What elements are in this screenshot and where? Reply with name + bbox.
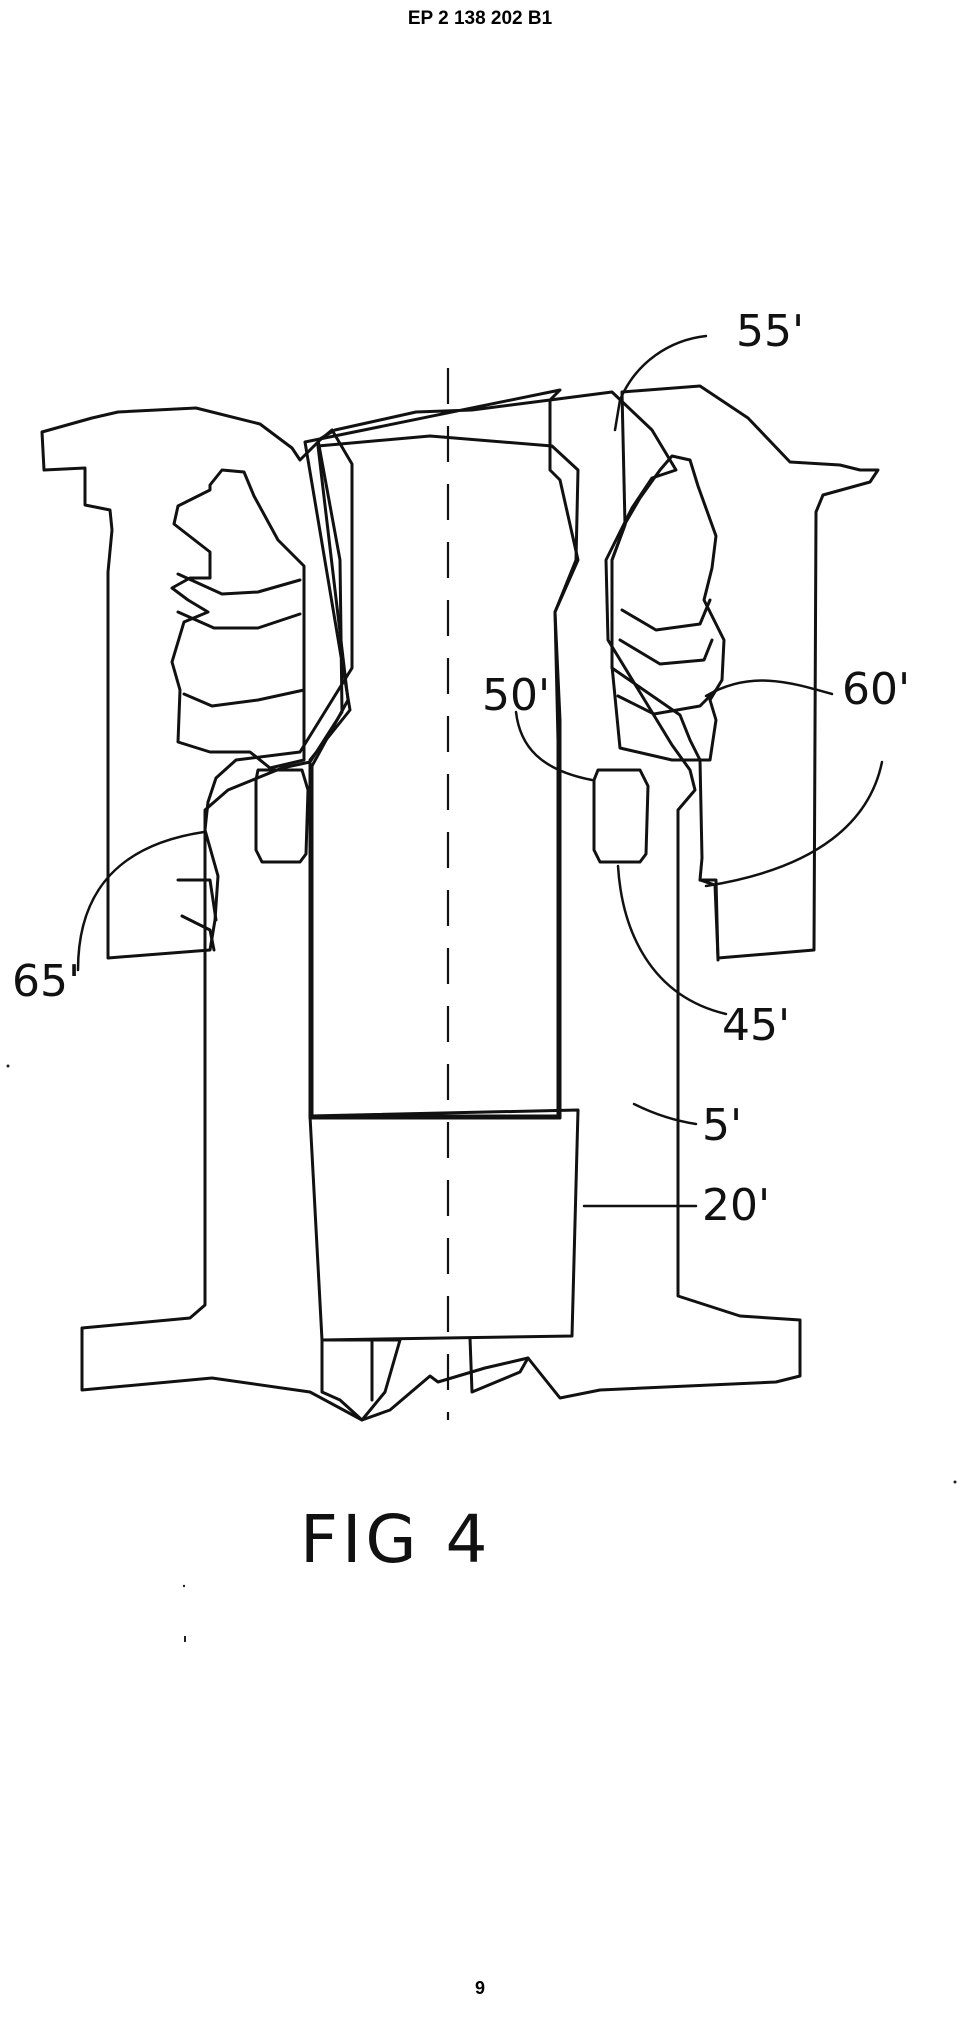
patent-number-header: EP 2 138 202 B1 xyxy=(407,8,553,29)
seal-ring-left xyxy=(254,768,310,864)
page-number: 9 xyxy=(474,1978,485,1998)
seal-ring-right xyxy=(592,768,650,864)
leader-45 xyxy=(616,864,728,1016)
leader-50 xyxy=(514,710,594,782)
right-spike xyxy=(610,454,726,762)
figure-caption: FIG 4 xyxy=(300,1501,492,1578)
label-55: 55' xyxy=(736,306,804,357)
label-60: 60' xyxy=(842,664,910,715)
label-65: 65' xyxy=(12,956,80,1007)
leader-60b xyxy=(704,760,884,888)
stem-tip xyxy=(320,1338,402,1422)
label-20: 20' xyxy=(702,1180,770,1231)
left-spike xyxy=(170,468,306,770)
central-bore xyxy=(310,434,580,1118)
label-45: 45' xyxy=(722,1000,790,1051)
leader-60 xyxy=(704,679,834,698)
label-50: 50' xyxy=(482,670,550,721)
leader-5 xyxy=(632,1102,698,1126)
leader-65 xyxy=(76,830,206,972)
lower-chamber xyxy=(308,1108,580,1342)
leader-55 xyxy=(613,334,708,432)
insert-body-section xyxy=(80,388,802,1422)
label-5: 5' xyxy=(702,1100,742,1151)
outer-cap-left-section xyxy=(40,406,354,960)
outer-cap-right-section xyxy=(610,384,880,960)
